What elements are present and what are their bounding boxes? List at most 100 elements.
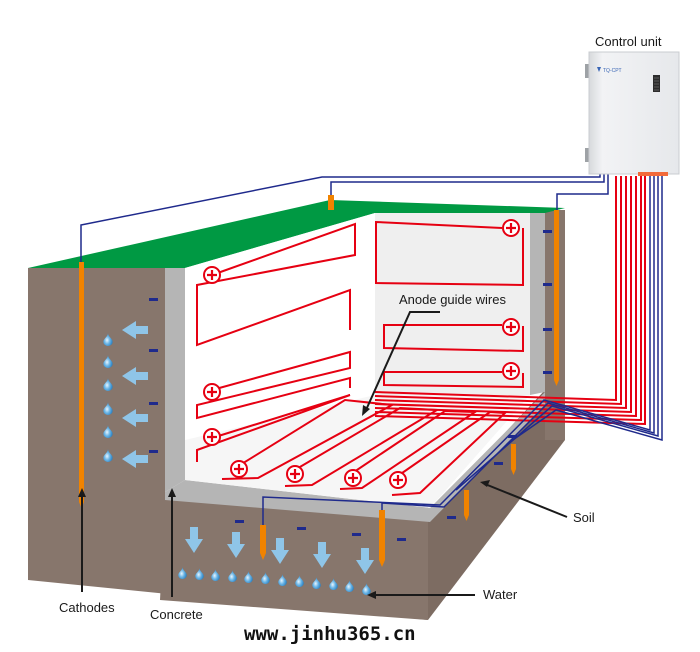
cathode-rod [464,490,469,521]
minus-icon [543,328,552,331]
minus-icon [149,450,158,453]
anode-plus-icon [230,460,248,478]
minus-icon [149,402,158,405]
anode-plus-icon [502,219,520,237]
anode-loop-back-3 [383,371,524,389]
anode-bundle-1 [374,176,617,402]
water-arrow-left-icon [122,409,148,427]
grass-top [28,200,565,268]
arrowhead-icon [367,591,376,599]
label-cathodes: Cathodes [59,600,115,615]
water-arrow-down-icon [356,548,374,574]
control-unit-body [588,51,680,175]
concrete-back-wall-edge [530,213,545,395]
control-unit-terminal-strip [638,172,668,176]
cathode-wire-top [330,170,605,195]
cathode-wire-side-1 [455,176,659,491]
anode-loop-left-3 [196,394,351,462]
cathode-wire-side-2 [506,176,663,445]
anode-loop-back-2 [383,324,524,353]
minus-icon [543,230,552,233]
control-unit-brand: TQ-CPT [603,68,622,74]
pointer-soil [484,483,568,518]
control-unit: TQ-CPT [585,51,680,176]
concrete-walls [165,213,545,522]
water-arrow-left-icon [122,367,148,385]
label-concrete: Concrete [150,607,203,622]
cathode-rod [260,525,266,560]
cathode-rods [79,195,559,567]
cathode-rod [328,195,334,210]
cathode-minus-signs [149,230,552,541]
cathode-rod [379,510,385,567]
label-pointers [81,311,568,597]
minus-icon [447,516,456,519]
control-unit-display-segments [654,77,659,91]
cathode-wires [80,170,663,525]
cathode-rod [79,262,84,508]
label-water: Water [483,587,518,602]
anode-loop-floor-4 [391,410,508,496]
anode-plus-icon [389,471,407,489]
minus-icon [543,283,552,286]
anode-plus-icon [203,428,221,446]
label-anode-guide-wires: Anode guide wires [399,292,506,307]
anode-bundle-7 [374,176,646,426]
minus-icon [235,520,244,523]
soil-front-face [160,500,428,620]
soil-block [28,210,565,620]
anode-bundle-6 [374,176,642,422]
cathode-wire-floor-1 [262,176,651,525]
anode-plus-icon [203,266,221,284]
water-arrows-down [185,527,374,574]
minus-icon [149,298,158,301]
control-unit-hinge-bottom [585,148,590,162]
soil-right-face [428,390,565,620]
water-arrows-left [122,321,148,468]
water-arrow-down-icon [227,532,245,558]
minus-icon [352,533,361,536]
water-arrow-left-icon [122,321,148,339]
anode-loop-back-1 [375,220,524,287]
anode-bundle-2 [374,176,622,406]
brand-logo-icon [597,67,601,72]
pointer-anode [365,311,440,411]
concrete-left-wall [165,268,185,492]
anode-plus-icon [203,383,221,401]
arrowhead-icon [362,405,370,416]
anode-bundle-4 [374,176,632,414]
anode-plus-icon [286,465,304,483]
minus-icon [297,527,306,530]
label-control-unit: Control unit [595,34,662,49]
water-arrow-down-icon [185,527,203,553]
minus-icon [543,371,552,374]
cathode-rod [554,210,559,386]
control-unit-hinge-top [585,64,590,78]
minus-icon [508,435,517,438]
arrowhead-icon [78,488,86,497]
anode-loop-left-1 [196,222,356,347]
anode-bundle-5 [374,176,637,418]
cathode-wire-back [556,170,609,210]
control-unit-display [653,75,660,92]
arrowhead-icon [480,480,490,487]
anode-plus-icon [502,318,520,336]
cathode-wire-left [80,170,601,262]
label-soil: Soil [573,510,595,525]
water-arrow-down-icon [271,538,289,564]
watermark: www.jinhu365.cn [244,623,416,645]
minus-icon [494,462,503,465]
concrete-floor-edge [165,392,545,522]
anode-bundle-3 [374,176,627,410]
anode-plus-icon [344,469,362,487]
anode-plus-icon [502,362,520,380]
minus-icon [149,349,158,352]
water-arrow-left-icon [122,450,148,468]
cathode-rod [511,444,516,475]
anode-loop-left-2 [196,350,351,420]
anode-symbols [203,219,520,489]
arrowhead-icon [168,488,176,497]
minus-icon [397,538,406,541]
anode-wires [196,176,646,496]
